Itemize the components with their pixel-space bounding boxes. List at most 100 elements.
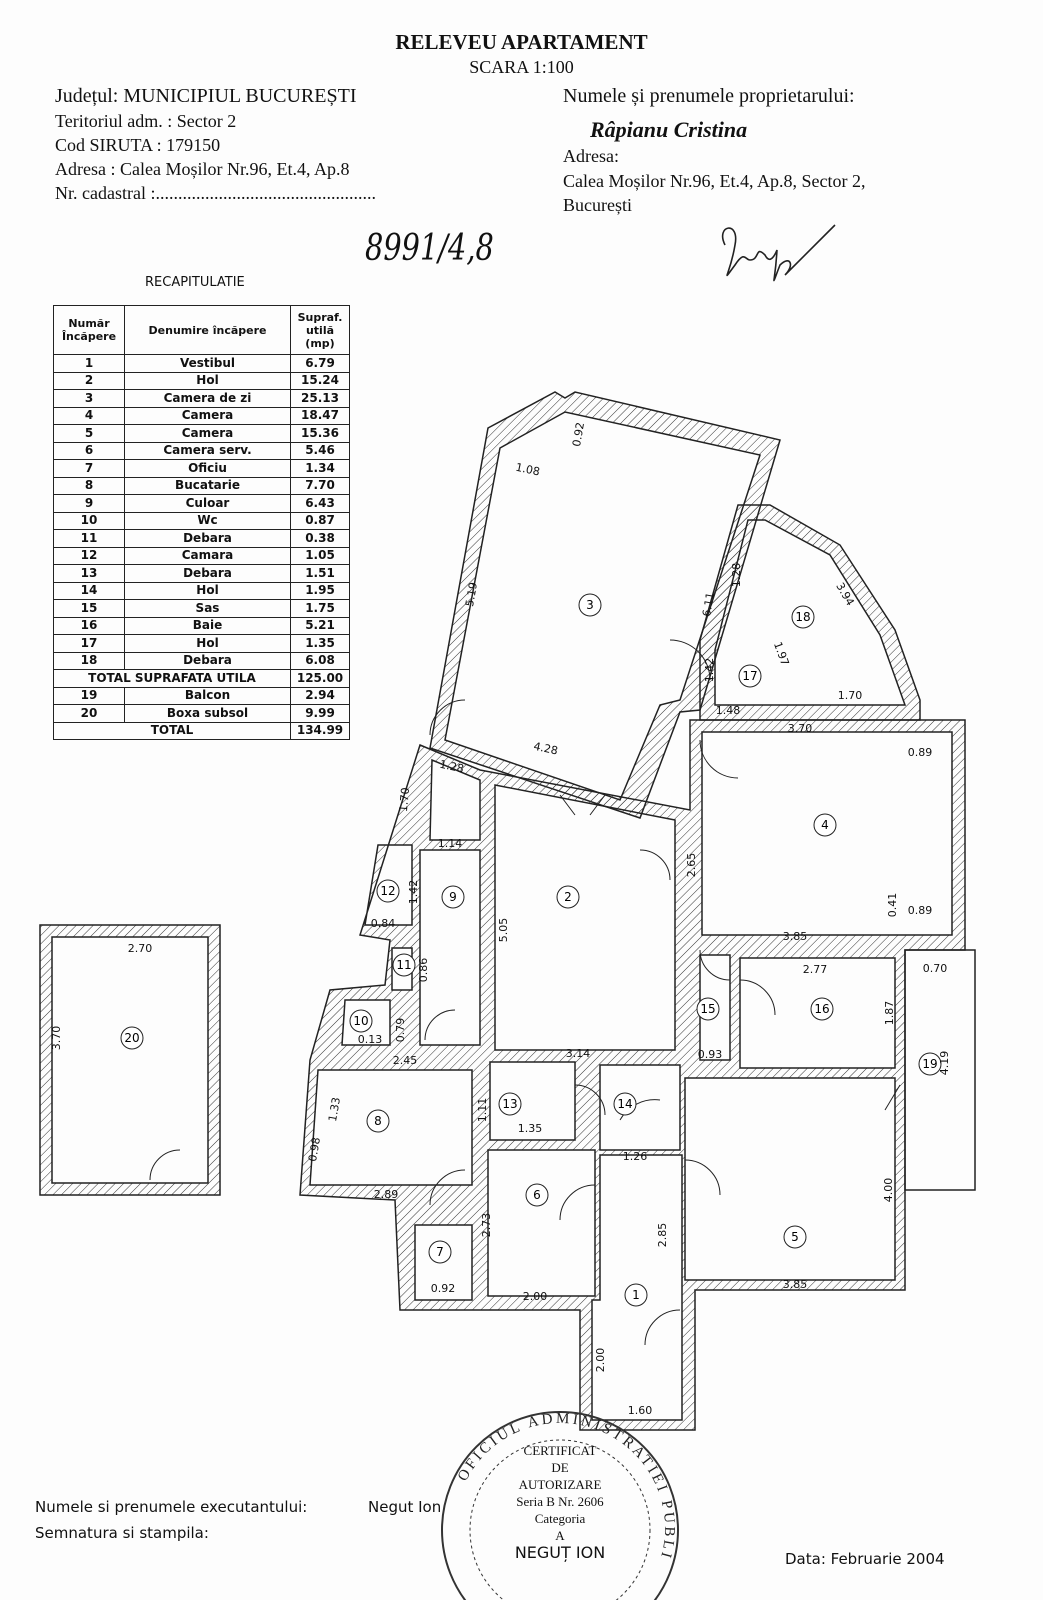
dimension-label: 0.84 xyxy=(371,917,396,930)
room-marker-circle xyxy=(441,885,465,909)
total-label: TOTAL xyxy=(53,721,291,740)
owner-address-label: Adresa: xyxy=(563,146,619,166)
dimension-label: 1.60 xyxy=(628,1404,653,1417)
dimension-label: 1.28 xyxy=(438,758,465,776)
col-name: Denumire încăpere xyxy=(124,305,291,355)
handwritten-note: 8991/4,8 xyxy=(365,228,494,269)
dimension-label: 1.97 xyxy=(771,640,792,667)
room-number-label: 17 xyxy=(742,669,757,683)
balcony-outline xyxy=(904,949,976,1191)
dimension-label: 1.33 xyxy=(326,1096,343,1122)
dimension-label: 0.13 xyxy=(358,1033,383,1046)
room-marker-circle xyxy=(783,1225,807,1249)
owner-name: Râpianu Cristina xyxy=(590,117,748,142)
executant-name: Negut Ion xyxy=(368,1498,442,1516)
wall-room-3 xyxy=(429,391,781,819)
dimension-label: 2.77 xyxy=(803,963,828,976)
room-number: 19 xyxy=(53,686,125,705)
room-number-label: 20 xyxy=(124,1031,139,1045)
dimension-label: 1.87 xyxy=(883,1001,896,1026)
room-number-label: 9 xyxy=(449,890,457,904)
room-marker-circle xyxy=(556,885,580,909)
room-area: 1.34 xyxy=(290,459,350,478)
room-area: 1.51 xyxy=(290,564,350,583)
dimension-label: 1.28 xyxy=(730,563,743,588)
dimension-label: 2.70 xyxy=(128,942,153,955)
col-area: Supraf. utilă (mp) xyxy=(290,305,350,355)
room-number: 18 xyxy=(53,651,125,670)
room-marker-circle xyxy=(366,1109,390,1133)
room-number-label: 1 xyxy=(632,1288,640,1302)
scale-label: SCARA 1:100 xyxy=(469,57,574,77)
room-marker-circle xyxy=(578,593,602,617)
room-marker-circle xyxy=(392,953,416,977)
dimension-label: 1.48 xyxy=(716,704,741,717)
teritoriul: Teritoriul adm. : Sector 2 xyxy=(55,111,237,131)
room-number: 17 xyxy=(53,634,125,653)
room-name: Bucatarie xyxy=(124,476,291,495)
room-name: Camera de zi xyxy=(124,389,291,408)
stamp-line-4: Seria B Nr. 2606 xyxy=(516,1494,604,1509)
dimension-label: 0.92 xyxy=(431,1282,456,1295)
room-area: 15.24 xyxy=(290,371,350,390)
document-date: Data: Februarie 2004 xyxy=(785,1550,945,1568)
recap-title: RECAPITULATIE xyxy=(145,275,245,290)
room-number-label: 15 xyxy=(700,1002,715,1016)
dimension-label: 2.00 xyxy=(594,1348,607,1373)
room-name: Hol xyxy=(124,581,291,600)
room-number: 12 xyxy=(53,546,125,565)
dimension-label: 2.45 xyxy=(393,1054,418,1067)
dimension-label: 1.14 xyxy=(438,837,463,850)
dimension-label: 0.86 xyxy=(417,958,430,983)
stamp-line-6: A xyxy=(555,1528,565,1543)
dimension-label: 5.05 xyxy=(497,918,510,943)
dimension-label: 2.00 xyxy=(523,1290,548,1303)
room-marker-circle xyxy=(428,1240,452,1264)
room-number-label: 8 xyxy=(374,1114,382,1128)
total-value: 134.99 xyxy=(290,721,350,740)
dimension-label: 0.93 xyxy=(698,1048,723,1061)
stamp-text: CERTIFICAT DE AUTORIZARE Seria B Nr. 260… xyxy=(480,1442,640,1561)
stamp-line-2: DE xyxy=(551,1460,569,1475)
dimension-label: 0.41 xyxy=(886,893,899,918)
dimension-label: 5.19 xyxy=(463,581,480,607)
wall-main xyxy=(299,719,966,1431)
room-marker-circle xyxy=(120,1026,144,1050)
door-swings xyxy=(149,639,901,1346)
wall-room-20 xyxy=(39,924,221,1196)
dimension-label: 1.70 xyxy=(838,689,863,702)
dimension-label: 2.73 xyxy=(480,1213,493,1238)
wall-room-18 xyxy=(699,504,921,721)
dimension-label: 1.70 xyxy=(397,787,412,813)
room-number-label: 13 xyxy=(502,1097,517,1111)
dimension-label: 2.89 xyxy=(374,1188,399,1201)
room-area: 25.13 xyxy=(290,389,350,408)
dimension-label: 0.89 xyxy=(908,904,933,917)
room-number-label: 16 xyxy=(814,1002,829,1016)
dimension-label: 0.89 xyxy=(908,746,933,759)
dimension-label: 3.14 xyxy=(566,1047,591,1060)
dimension-label: 4.19 xyxy=(938,1051,951,1076)
room-marker-circle xyxy=(624,1283,648,1307)
dimension-label: 0.79 xyxy=(394,1018,407,1043)
room-area: 1.05 xyxy=(290,546,350,565)
room-marker-circle xyxy=(613,1092,637,1116)
executant-label: Numele si prenumele executantului: xyxy=(35,1498,308,1516)
dimension-label: 1.35 xyxy=(518,1122,543,1135)
room-name: Boxa subsol xyxy=(124,704,291,723)
room-marker-circle xyxy=(810,997,834,1021)
room-number-label: 14 xyxy=(617,1097,632,1111)
room-marker-circle xyxy=(696,997,720,1021)
document-title: RELEVEU APARTAMENT xyxy=(395,30,648,54)
owner-signature xyxy=(722,224,836,282)
room-name: Camera serv. xyxy=(124,441,291,460)
